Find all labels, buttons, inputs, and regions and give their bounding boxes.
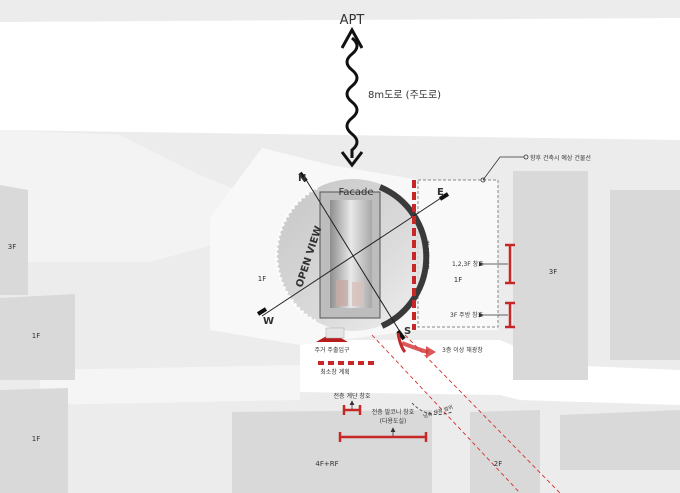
window-markers-bottom xyxy=(338,405,428,442)
compass-west-label: W xyxy=(263,316,274,327)
building-left-mid xyxy=(0,294,75,380)
note-main-entrance: 주거 주출입구 xyxy=(314,346,350,354)
floor-bottom-right: 2F xyxy=(494,460,502,468)
facade-label: Facade xyxy=(338,187,373,198)
road-label: 8m도로 (주도로) xyxy=(368,90,441,101)
note-stair-window: 전층 계단 창호 xyxy=(334,392,371,400)
lighting-range-arc xyxy=(411,402,453,415)
floor-left-lower: 1F xyxy=(32,435,40,443)
building-bottom-far-right xyxy=(560,410,680,470)
compass-east-label: E xyxy=(437,187,444,198)
building-right xyxy=(513,171,588,380)
note-windows-123f: 1,2,3F 창호 xyxy=(452,260,484,268)
leader-lines-bottom xyxy=(349,400,396,436)
building-bottom-center xyxy=(232,410,432,493)
window-markers-right xyxy=(505,243,515,329)
lighting-arc xyxy=(396,332,407,353)
floor-right-building: 3F xyxy=(549,268,557,276)
note-window-3f: 3F 주방 창호 xyxy=(450,311,484,319)
compass-south-label: S xyxy=(404,326,411,337)
note-lighting-3f: 3층 이상 채광창 xyxy=(442,346,483,354)
lighting-arrow-head xyxy=(426,346,436,358)
leader-lines-right xyxy=(479,154,529,318)
note-balcony-window-sub: (다용도실) xyxy=(380,417,407,425)
note-future-building: 향후 건축시 예상 건물선 xyxy=(530,154,591,162)
building-bottom-right xyxy=(470,410,540,493)
neighbour-buildings xyxy=(0,171,680,493)
apt-arrow xyxy=(340,26,364,168)
note-min-window-horizontal: 최소창 계획 xyxy=(320,368,350,376)
entrance-block xyxy=(325,327,345,339)
note-min-window-vertical: 최소창 계획 xyxy=(422,240,430,270)
floor-site: 1F xyxy=(258,275,266,283)
floor-bottom-center: 4F+RF xyxy=(315,460,338,468)
building-left-upper xyxy=(0,185,28,295)
compass-north-label: N xyxy=(298,173,306,184)
floor-left-mid: 1F xyxy=(32,332,40,340)
floor-left-upper: 3F xyxy=(8,243,16,251)
apt-label: APT xyxy=(340,13,365,28)
building-far-right xyxy=(610,190,680,360)
floor-right-site: 1F xyxy=(454,276,462,284)
roads xyxy=(0,18,680,405)
note-balcony-window: 전층 발코니 창호 xyxy=(372,408,415,416)
building-left-lower xyxy=(0,388,68,493)
